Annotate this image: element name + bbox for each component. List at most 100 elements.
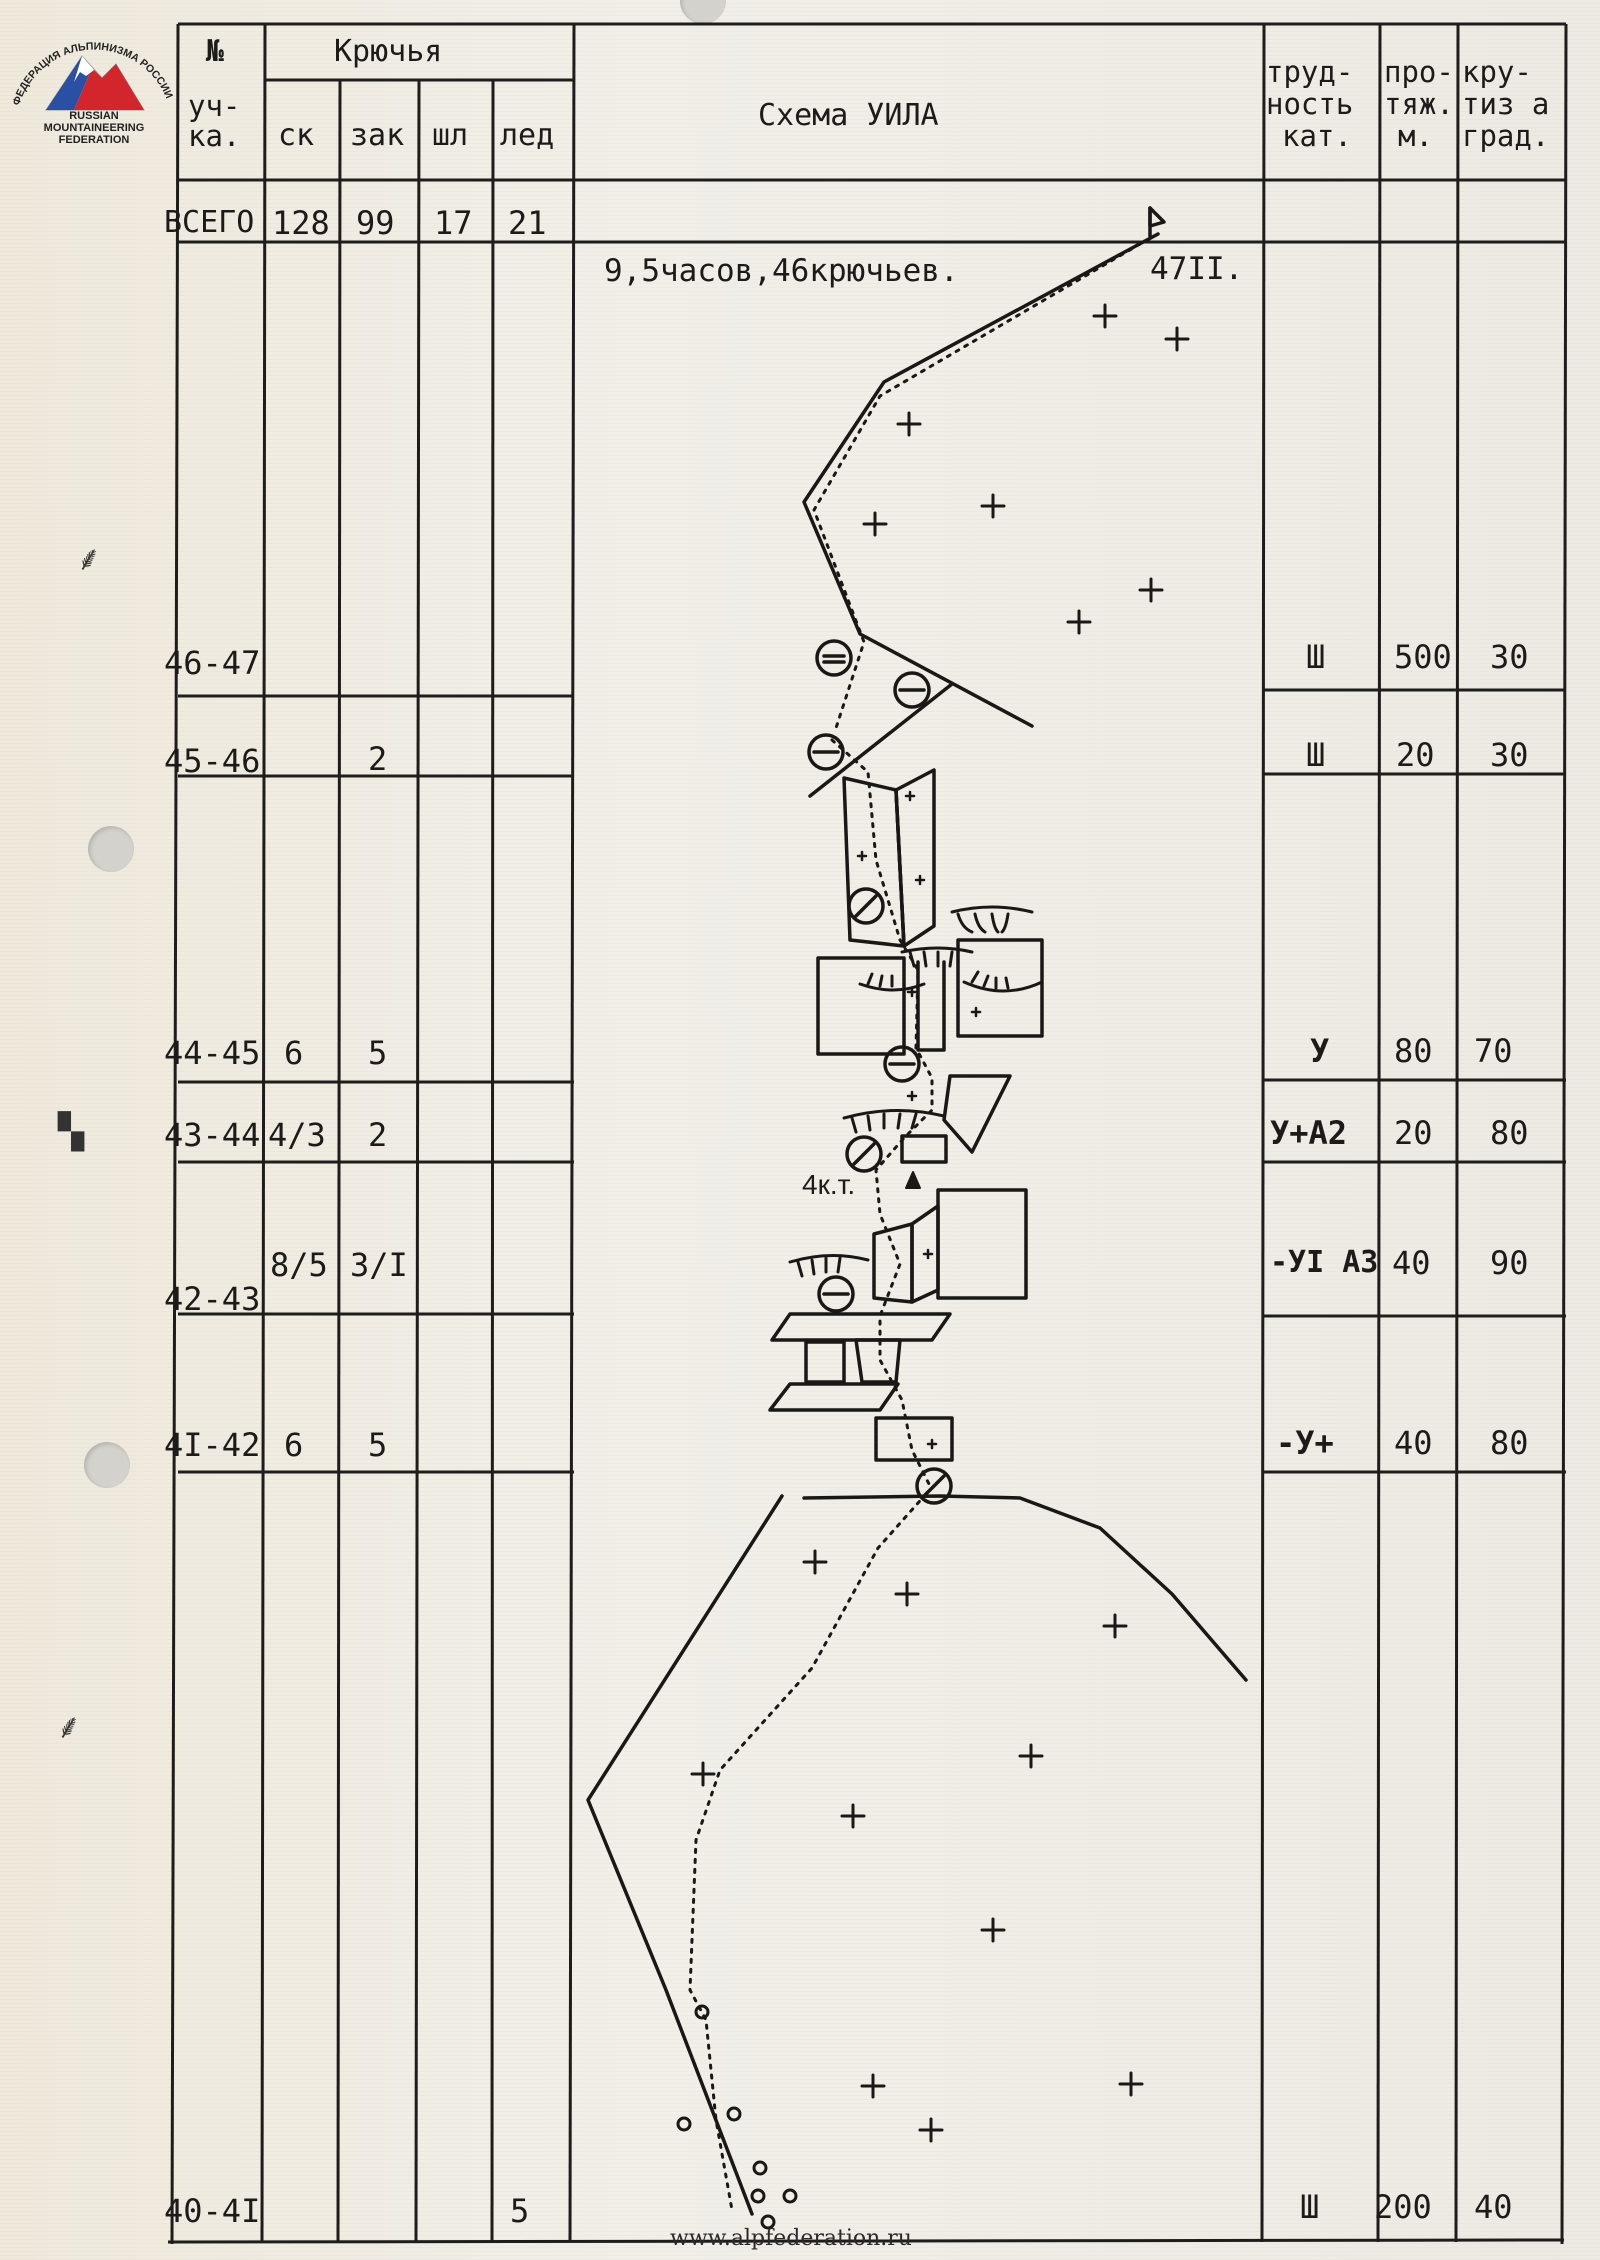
header-number-symbol: № xyxy=(206,34,225,69)
header-number-label-line2: уч- xyxy=(188,89,241,123)
row-44-45-length: 80 xyxy=(1394,1032,1433,1070)
header-difficulty-line1: труд- xyxy=(1266,55,1354,89)
header-number-label-line3: ка. xyxy=(188,119,241,153)
ledge-slab xyxy=(768,1382,900,1412)
header-schema-title: Схема УИЛА xyxy=(758,98,939,133)
rock-block xyxy=(956,938,1044,1038)
row-40-41-steepness: 40 xyxy=(1474,2188,1513,2226)
footer-url: www.alpfederation.ru xyxy=(670,2226,912,2251)
punch-hole xyxy=(88,826,134,872)
header-col-shl: шл xyxy=(432,118,469,153)
overhang-symbols xyxy=(788,905,1044,1278)
header-difficulty-line2: ность xyxy=(1266,87,1354,121)
logo-line-federation: FEDERATION xyxy=(58,134,130,146)
header-length-line3: м. xyxy=(1398,119,1433,153)
row-43-44-sk: 4/3 xyxy=(268,1116,326,1154)
belay-rect xyxy=(900,1134,948,1164)
margin-mark-icon: ⸙ xyxy=(56,1707,82,1747)
header-col-sk: ск xyxy=(278,118,315,153)
margin-mark-icon: ▚ xyxy=(58,1112,85,1152)
header-steepness-line1: кру- xyxy=(1462,55,1532,89)
totals-label: ВСЕГО xyxy=(164,205,255,240)
dihedral-block xyxy=(842,768,936,948)
totals-led: 21 xyxy=(508,204,547,242)
ledge-slab xyxy=(770,1312,952,1342)
lower-route-dotted xyxy=(688,1492,928,2212)
lower-left-ridge xyxy=(586,1494,784,2216)
rock-block xyxy=(804,1340,846,1384)
lower-ridge-line xyxy=(802,1494,1248,1682)
row-43-44-category: У+А2 xyxy=(1270,1114,1348,1152)
row-42-43-sk: 8/5 xyxy=(270,1246,328,1284)
header-col-led: лед xyxy=(500,118,555,153)
row-44-45-id: 44-45 xyxy=(164,1034,261,1072)
row-44-45-zak: 5 xyxy=(368,1034,388,1072)
header-col-zak: зак xyxy=(350,118,405,153)
row-45-46-id: 45-46 xyxy=(164,742,261,780)
upper-route-dotted xyxy=(812,242,1142,730)
header-steepness-line2: тиз а xyxy=(1462,87,1550,121)
row-41-42-zak: 5 xyxy=(368,1426,388,1464)
route-summary-note: 9,5часов,46крючьев. xyxy=(604,253,959,289)
totals-zak: 99 xyxy=(356,204,395,242)
summit-altitude: 47II. xyxy=(1150,251,1244,287)
belay-count-label: 4к.т. xyxy=(802,1169,856,1200)
row-42-43-length: 40 xyxy=(1392,1244,1431,1282)
row-45-46-zak: 2 xyxy=(368,740,388,778)
row-46-47-length: 500 xyxy=(1394,638,1452,676)
rock-block xyxy=(816,956,906,1056)
header-difficulty-line3: кат. xyxy=(1282,119,1352,153)
row-41-42-category: -У+ xyxy=(1276,1424,1334,1462)
dihedral-block xyxy=(872,1222,914,1304)
row-44-45-sk: 6 xyxy=(284,1034,304,1072)
header-length-line1: про- xyxy=(1384,55,1454,89)
row-43-44-id: 43-44 xyxy=(164,1116,261,1154)
row-40-41-category: Ш xyxy=(1300,2188,1320,2226)
punch-hole xyxy=(84,1442,130,1488)
belay-triangle-icon xyxy=(905,1171,921,1189)
slab-block xyxy=(942,1074,1012,1154)
totals-sk: 128 xyxy=(272,204,330,242)
row-43-44-zak: 2 xyxy=(368,1116,388,1154)
row-42-43-steepness: 90 xyxy=(1490,1244,1529,1282)
header-length-line2: тяж. xyxy=(1384,87,1454,121)
row-44-45-steepness: 70 xyxy=(1474,1032,1513,1070)
row-42-43-zak: 3/I xyxy=(350,1246,408,1284)
row-45-46-category: Ш xyxy=(1306,736,1326,774)
upper-ridge-line xyxy=(802,232,1160,728)
row-46-47-steepness: 30 xyxy=(1490,638,1529,676)
row-42-43-category: -УI А3 xyxy=(1270,1245,1379,1280)
header-hooks-title: Крючья xyxy=(334,34,443,69)
row-40-41-id: 40-4I xyxy=(164,2192,261,2230)
row-41-42-sk: 6 xyxy=(284,1426,304,1464)
summit-flag-icon xyxy=(1148,206,1166,238)
row-41-42-id: 4I-42 xyxy=(164,1426,261,1464)
federation-logo: ФЕДЕРАЦИЯ АЛЬПИНИЗМА РОССИИ RUSSIAN MOUN… xyxy=(4,12,175,146)
row-42-43-id: 42-43 xyxy=(164,1280,261,1318)
row-41-42-length: 40 xyxy=(1394,1424,1433,1462)
row-45-46-length: 20 xyxy=(1396,736,1435,774)
row-45-46-steepness: 30 xyxy=(1490,736,1529,774)
row-41-42-steepness: 80 xyxy=(1490,1424,1529,1462)
row-44-45-category: У xyxy=(1310,1032,1330,1070)
row-43-44-steepness: 80 xyxy=(1490,1114,1529,1152)
row-40-41-led: 5 xyxy=(510,2192,530,2230)
logo-line-mountaineering: MOUNTAINEERING xyxy=(43,122,145,134)
row-43-44-length: 20 xyxy=(1394,1114,1433,1152)
row-46-47-id: 46-47 xyxy=(164,644,261,682)
row-40-41-length: 200 xyxy=(1374,2188,1432,2226)
piton-symbols xyxy=(807,639,953,1505)
rock-block xyxy=(874,1416,954,1462)
rock-block xyxy=(936,1188,1028,1300)
scree-marks xyxy=(862,303,1190,635)
middle-route-dotted xyxy=(830,738,934,1488)
totals-shl: 17 xyxy=(434,204,473,242)
logo-line-russian: RUSSIAN xyxy=(69,110,119,122)
margin-mark-icon: ⸙ xyxy=(76,539,102,579)
mountain-logo-icon: ФЕДЕРАЦИЯ АЛЬПИНИЗМА РОССИИ xyxy=(10,40,175,111)
header-steepness-line3: град. xyxy=(1462,119,1550,153)
row-46-47-category: Ш xyxy=(1306,638,1326,676)
